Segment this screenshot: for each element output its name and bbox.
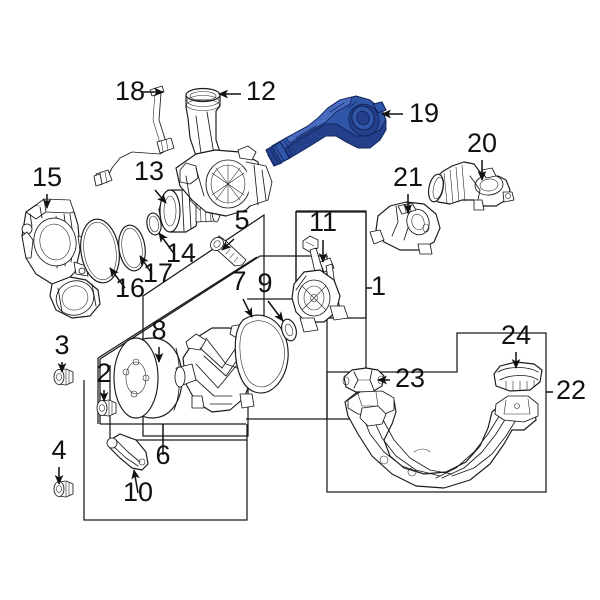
part-13-turbine-body xyxy=(175,145,273,217)
callout-number-17[interactable]: 17 xyxy=(143,258,173,288)
callout-number-15[interactable]: 15 xyxy=(32,162,62,192)
callout-number-21[interactable]: 21 xyxy=(393,162,423,192)
part-17-o-ring-medium xyxy=(118,224,146,272)
callout-number-23[interactable]: 23 xyxy=(395,363,425,393)
callout-number-13[interactable]: 13 xyxy=(134,156,164,186)
callout-number-19[interactable]: 19 xyxy=(409,98,439,128)
callout-number-7[interactable]: 7 xyxy=(231,266,246,296)
callout-number-1[interactable]: 1 xyxy=(371,271,386,301)
group-box-6 xyxy=(142,213,265,437)
part-5-bolt xyxy=(210,235,247,267)
part-22-engine-mount-crossmember xyxy=(344,390,539,489)
callout-number-12[interactable]: 12 xyxy=(246,76,276,106)
leader-5 xyxy=(221,238,235,251)
callout-number-11[interactable]: 11 xyxy=(309,207,337,237)
callout-number-24[interactable]: 24 xyxy=(501,320,531,350)
callout-number-3[interactable]: 3 xyxy=(54,330,69,360)
part-4-bolt xyxy=(53,480,74,498)
leader-lines xyxy=(42,87,553,494)
callout-number-8[interactable]: 8 xyxy=(151,315,166,345)
callout-number-5[interactable]: 5 xyxy=(234,205,249,235)
part-9-small-seal-washer xyxy=(281,318,297,342)
leader-14 xyxy=(158,232,176,256)
box-outline-22 xyxy=(326,332,547,493)
part-14-o-ring-small xyxy=(146,212,162,236)
leader-7 xyxy=(242,298,253,318)
part-2-bolt xyxy=(96,399,117,417)
callout-number-20[interactable]: 20 xyxy=(467,128,497,158)
callout-number-18[interactable]: 18 xyxy=(115,76,145,106)
part-7-pump-gasket-seal xyxy=(234,314,289,394)
callout-number-10[interactable]: 10 xyxy=(123,477,153,507)
part-10-pump-bracket xyxy=(106,433,149,471)
callout-number-4[interactable]: 4 xyxy=(51,435,66,465)
callout-number-14[interactable]: 14 xyxy=(166,238,196,268)
callout-number-2[interactable]: 2 xyxy=(96,358,111,388)
part-8-water-pump-pulley xyxy=(113,337,183,419)
part-21-thermostat-housing xyxy=(369,201,441,255)
part-15-turbocharger-housing xyxy=(21,198,101,319)
callout-number-9[interactable]: 9 xyxy=(257,268,272,298)
leader-10 xyxy=(131,469,140,494)
part-19-coolant-pipe-highlighted xyxy=(265,95,387,167)
part-11-coolant-pump-module xyxy=(291,235,349,333)
part-3-bolt xyxy=(53,368,74,386)
leader-13 xyxy=(154,189,167,204)
callout-number-22[interactable]: 22 xyxy=(556,375,586,405)
leader-16 xyxy=(109,267,126,289)
leader-9 xyxy=(267,300,284,322)
box-outline-6b xyxy=(83,380,248,521)
callout-number-6[interactable]: 6 xyxy=(155,440,170,470)
part-24-mount-bushing-large xyxy=(493,361,543,392)
callout-number-16[interactable]: 16 xyxy=(115,273,145,303)
part-20-air-intake-duct xyxy=(427,161,515,211)
leader-17 xyxy=(139,255,153,275)
part-23-mount-bushing-small xyxy=(342,367,385,393)
